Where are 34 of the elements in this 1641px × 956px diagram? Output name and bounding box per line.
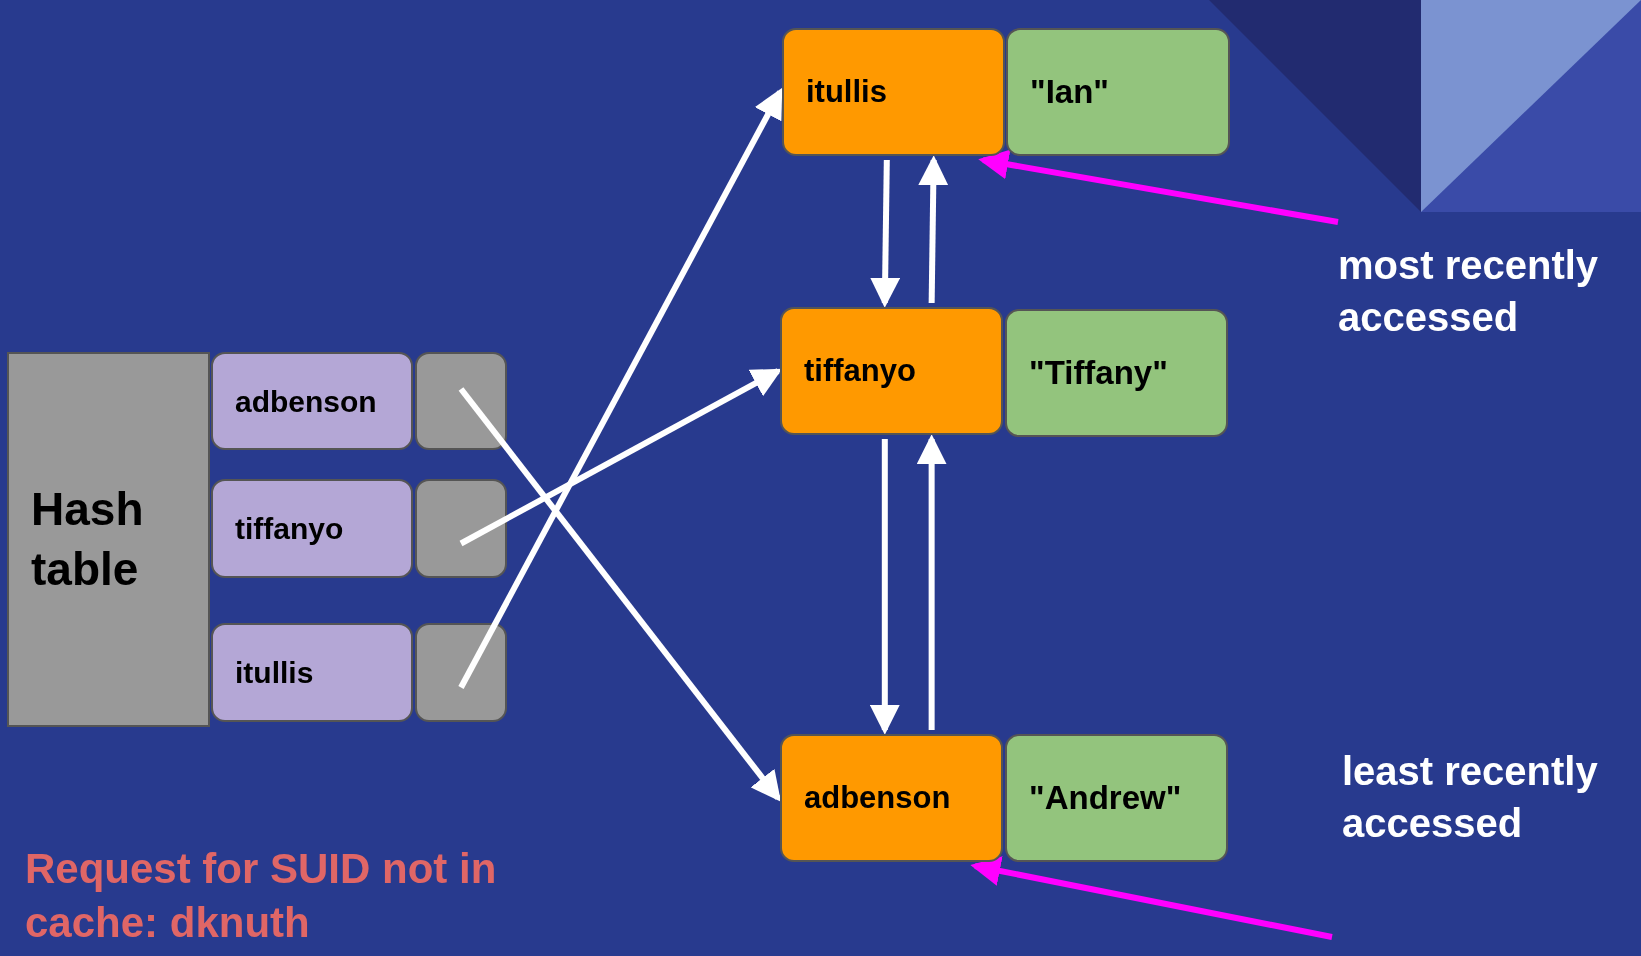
arrow: [458, 387, 781, 802]
node-label: tiffanyo: [804, 351, 916, 390]
key-box: [211, 352, 413, 450]
arrow: [916, 434, 947, 730]
arrow: [918, 155, 949, 304]
pointer-arrow: [970, 856, 1333, 940]
key-node: [782, 28, 1005, 156]
key-box: [211, 623, 413, 722]
node-label: "Tiffany": [1029, 352, 1168, 393]
value-node: [1006, 28, 1230, 156]
arrow: [870, 159, 901, 308]
node-label: "Andrew": [1029, 777, 1182, 818]
pointer-box: [415, 479, 507, 578]
value-node: [1005, 734, 1228, 862]
node-label: adbenson: [804, 778, 951, 817]
pointer-box: [415, 352, 507, 450]
node-label: itullis: [235, 655, 314, 691]
request-note: Request for SUID not in cache: dknuth: [25, 844, 498, 948]
arrow: [458, 87, 783, 689]
node-label: Hash table: [31, 481, 145, 597]
hash-table-box: [7, 352, 210, 727]
node-label: itullis: [806, 72, 887, 111]
key-node: [780, 734, 1003, 862]
key-box: [211, 479, 413, 578]
arrow: [869, 439, 900, 735]
node-label: adbenson: [235, 383, 377, 420]
value-node: [1005, 309, 1228, 437]
node-label: tiffanyo: [235, 511, 344, 547]
node-label: "Ian": [1030, 71, 1109, 112]
key-node: [780, 307, 1003, 435]
node-label: most recently accessed: [1338, 242, 1600, 341]
pointer-box: [415, 623, 507, 722]
node-label: least recently accessed: [1342, 748, 1599, 847]
pointer-arrow: [978, 149, 1339, 225]
